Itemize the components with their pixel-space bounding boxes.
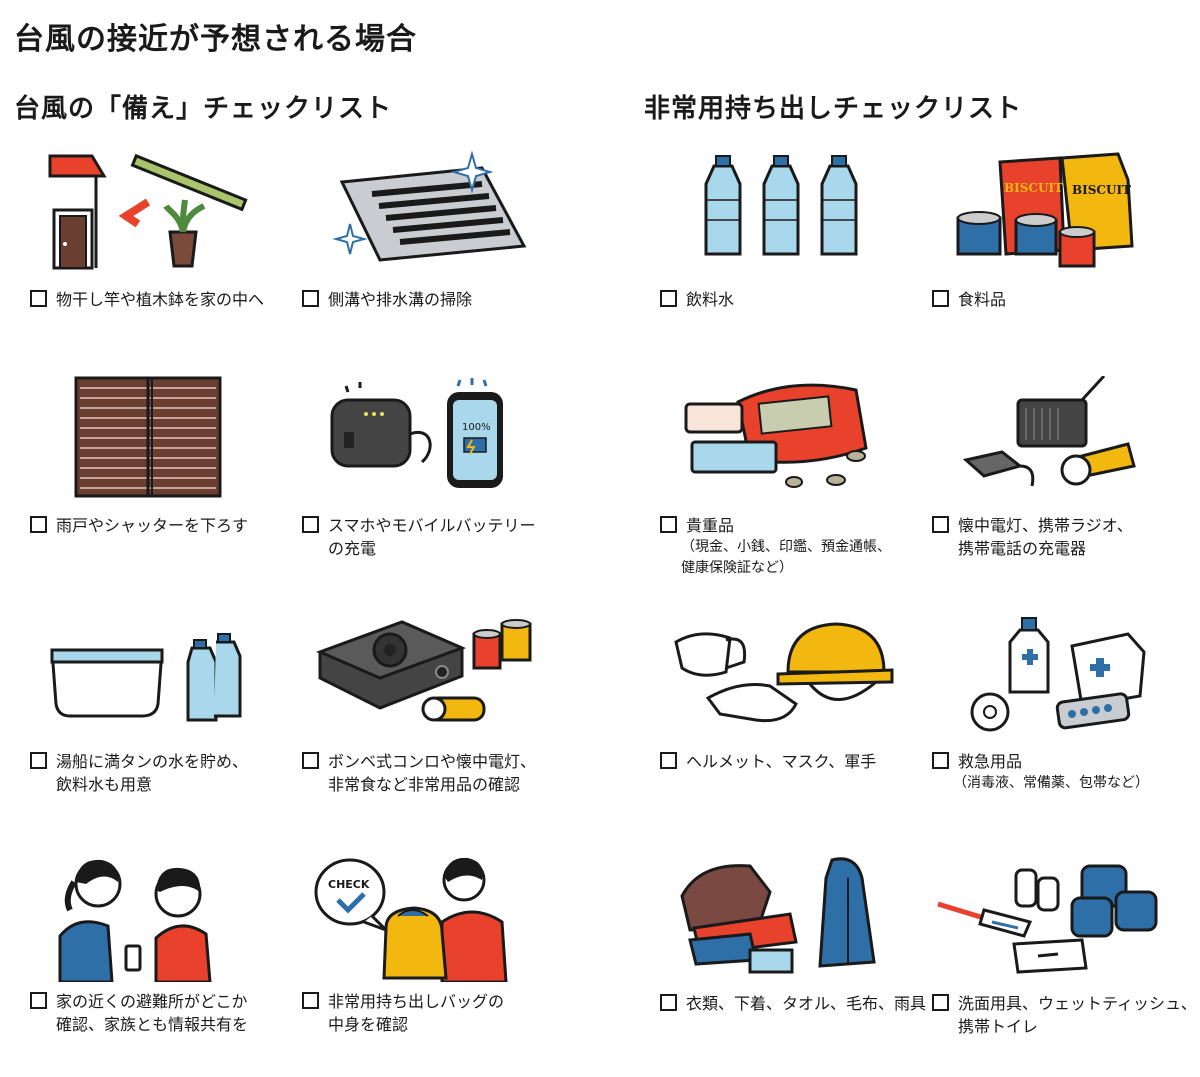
checkbox-drain[interactable] — [302, 290, 319, 307]
helmet-mask-gloves-illustration — [674, 622, 894, 723]
item-label: 雨戸やシャッターを下ろす — [56, 516, 249, 535]
checklist-item-shutter: 雨戸やシャッターを下ろす — [30, 376, 300, 601]
item-label: 非常用持ち出しバッグの 中身を確認 — [328, 992, 505, 1034]
section-title-emergency: 非常用持ち出しチェックリスト — [644, 94, 1023, 124]
item-label: 側溝や排水溝の掃除 — [328, 290, 473, 309]
pole-plant-illustration — [48, 153, 248, 270]
food-illustration: BISCUIT BISCUIT — [956, 152, 1134, 268]
item-label: 救急用品 — [958, 752, 1023, 771]
checklist-item-charge: 100% スマホやモバイルバッテリー の充電 — [302, 376, 572, 601]
stove-illustration — [315, 619, 532, 722]
flashlight-radio-illustration — [962, 376, 1136, 487]
item-label: スマホやモバイルバッテリー の充電 — [328, 516, 536, 558]
checklist-item-flashlight-radio: 懐中電灯、携帯ラジオ、 携帯電話の充電器 — [932, 376, 1200, 601]
checklist-item-shelter: 家の近くの避難所がどこか 確認、家族とも情報共有を — [30, 852, 300, 1077]
checklist-item-bath-water: 湯船に満タンの水を貯め、 飲料水も用意 — [30, 612, 300, 837]
battery-text: 100% — [462, 422, 491, 433]
checkbox-toiletries[interactable] — [932, 994, 949, 1011]
item-label: 懐中電灯、携帯ラジオ、 携帯電話の充電器 — [958, 516, 1133, 558]
biscuit-text: BISCUIT — [1072, 183, 1131, 197]
checkbox-helmet[interactable] — [660, 752, 677, 769]
checklist-item-helmet: ヘルメット、マスク、軍手 — [660, 612, 930, 837]
bag-check-illustration: CHECK — [314, 857, 508, 982]
toiletries-illustration — [937, 864, 1158, 974]
biscuit-text: BISCUIT — [1004, 181, 1063, 195]
checklist-item-bag-check: CHECK 非常用持ち出しバッグの 中身を確認 — [302, 852, 572, 1077]
checkbox-charge[interactable] — [302, 516, 319, 533]
checklist-item-drinking-water: 飲料水 — [660, 150, 930, 375]
item-label: 物干し竿や植木鉢を家の中へ — [56, 290, 265, 309]
bath-water-illustration — [50, 633, 242, 722]
item-label: 衣類、下着、タオル、毛布、雨具 — [686, 994, 927, 1013]
checkbox-food[interactable] — [932, 290, 949, 307]
checkbox-drinking-water[interactable] — [660, 290, 677, 307]
checkbox-stove[interactable] — [302, 752, 319, 769]
checklist-item-toiletries: 洗面用具、ウェットティッシュ、 携帯トイレ — [932, 852, 1200, 1077]
checkbox-flashlight-radio[interactable] — [932, 516, 949, 533]
item-label: 湯船に満タンの水を貯め、 飲料水も用意 — [56, 752, 249, 794]
checklist-item-first-aid: 救急用品 （消毒液、常備薬、包帯など） — [932, 612, 1200, 837]
checkbox-clothes[interactable] — [660, 994, 677, 1011]
checklist-item-food: BISCUIT BISCUIT 食料品 — [932, 150, 1200, 375]
checklist-item-pole-plant: 物干し竿や植木鉢を家の中へ — [30, 150, 300, 375]
checklist-item-drain: 側溝や排水溝の掃除 — [302, 150, 572, 375]
item-label: 貴重品 — [686, 516, 735, 535]
checkbox-valuables[interactable] — [660, 516, 677, 533]
item-label: ヘルメット、マスク、軍手 — [686, 752, 877, 771]
item-label: ボンベ式コンロや懐中電灯、 非常食など非常用品の確認 — [328, 752, 537, 794]
first-aid-illustration — [970, 617, 1146, 732]
valuables-illustration — [684, 383, 868, 488]
item-label: 食料品 — [958, 290, 1007, 309]
item-sublabel: （消毒液、常備薬、包帯など） — [953, 775, 1149, 791]
checkbox-pole-plant[interactable] — [30, 290, 47, 307]
item-sublabel: （現金、小銭、印鑑、預金通帳、 健康保険証など） — [681, 539, 891, 576]
checklist-item-clothes: 衣類、下着、タオル、毛布、雨具 — [660, 852, 930, 1077]
item-label: 洗面用具、ウェットティッシュ、 携帯トイレ — [958, 994, 1197, 1036]
checklist-item-stove: ボンベ式コンロや懐中電灯、 非常食など非常用品の確認 — [302, 612, 572, 837]
shutter-illustration — [74, 376, 222, 498]
water-bottles-illustration — [704, 155, 858, 256]
item-label: 飲料水 — [686, 290, 735, 309]
drain-illustration — [332, 150, 527, 262]
family-illustration — [58, 859, 212, 982]
checkbox-bag-check[interactable] — [302, 992, 319, 1009]
checklist-item-valuables: 貴重品 （現金、小銭、印鑑、預金通帳、 健康保険証など） — [660, 376, 930, 601]
phone-battery-illustration: 100% — [330, 378, 503, 488]
clothes-illustration — [680, 857, 876, 974]
section-title-preparation: 台風の「備え」チェックリスト — [14, 94, 393, 124]
page-title: 台風の接近が予想される場合 — [14, 22, 417, 57]
check-bubble-text: CHECK — [328, 878, 370, 891]
checkbox-shelter[interactable] — [30, 992, 47, 1009]
checkbox-bath-water[interactable] — [30, 752, 47, 769]
checkbox-first-aid[interactable] — [932, 752, 949, 769]
checkbox-shutter[interactable] — [30, 516, 47, 533]
item-label: 家の近くの避難所がどこか 確認、家族とも情報共有を — [56, 992, 249, 1034]
